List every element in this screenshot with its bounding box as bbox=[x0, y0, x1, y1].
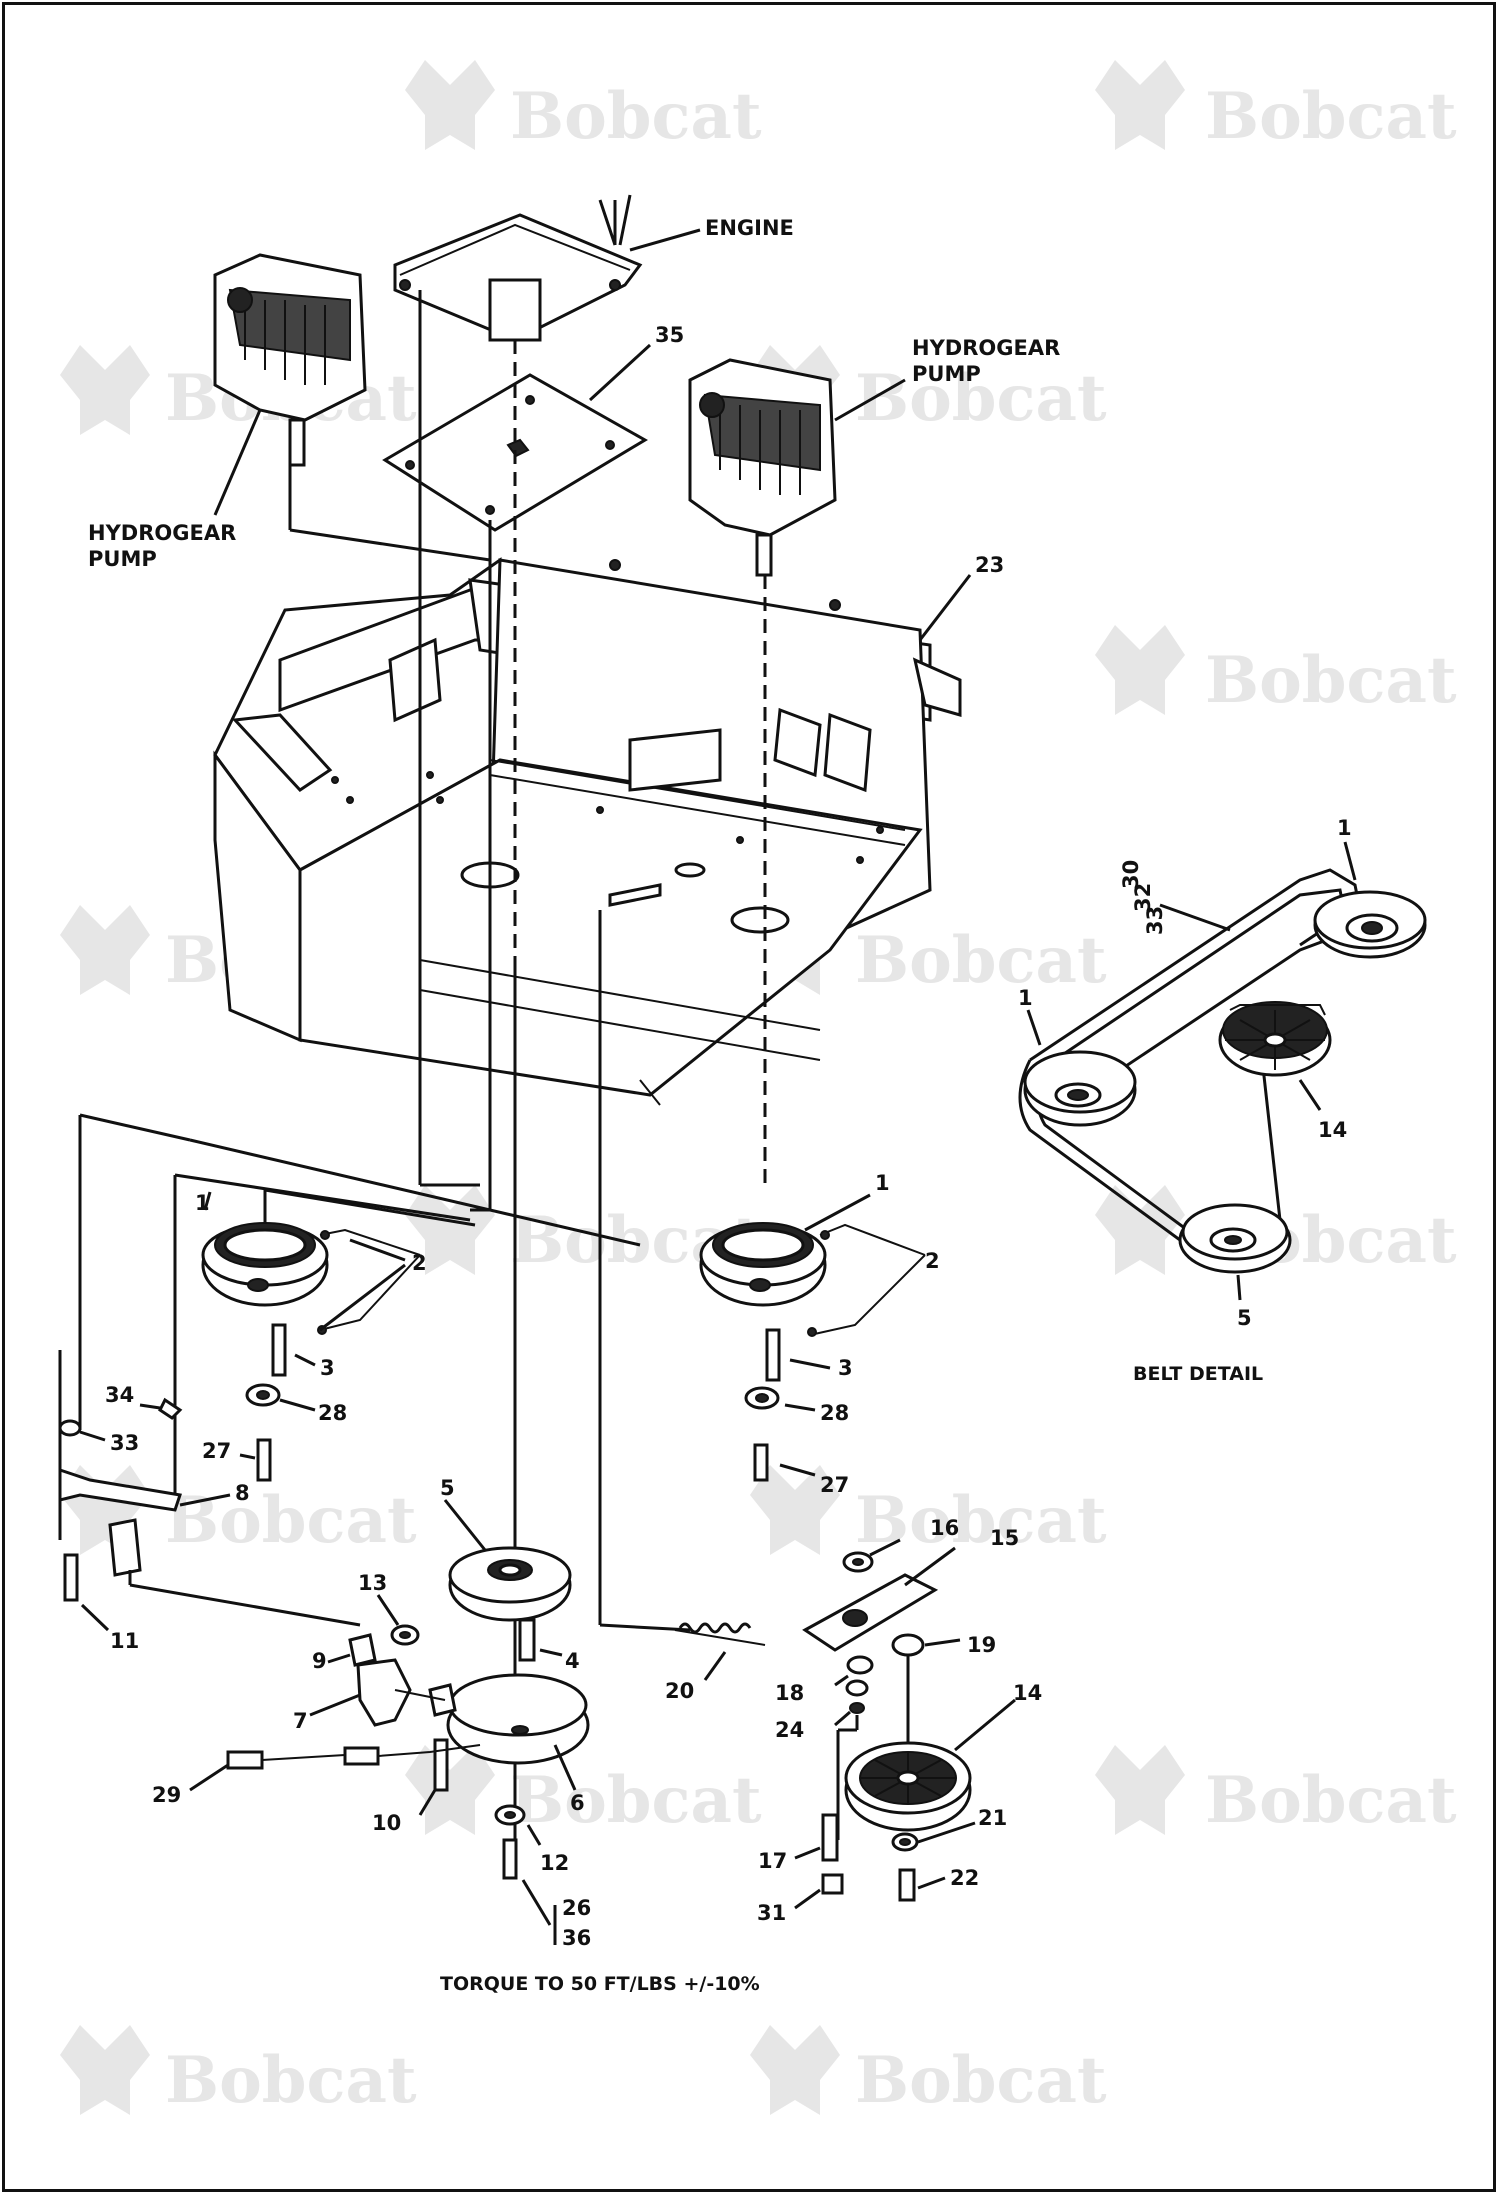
engine-mount bbox=[393, 194, 701, 342]
idler-arm-assembly bbox=[58, 1397, 361, 1632]
watermark-text: Bobcat bbox=[855, 2043, 1107, 2118]
watermark-text: Bobcat bbox=[855, 361, 1107, 436]
callout-16: 16 bbox=[930, 1516, 959, 1540]
callout-11: 11 bbox=[110, 1629, 139, 1653]
callout-3-right: 3 bbox=[838, 1356, 853, 1380]
belt-detail-caption: BELT DETAIL bbox=[1133, 1363, 1263, 1385]
bobcat-logo-icon bbox=[405, 1185, 495, 1275]
belt-detail-callout-33: 33 bbox=[1143, 906, 1167, 935]
belt-detail bbox=[1018, 841, 1427, 1301]
callout-4: 4 bbox=[565, 1649, 580, 1673]
hydrogear-pump-left-line2: PUMP bbox=[88, 547, 157, 571]
bobcat-logo-icon bbox=[1095, 1745, 1185, 1835]
watermark-text: Bobcat bbox=[165, 2043, 417, 2118]
callout-26: 26 bbox=[562, 1896, 591, 1920]
watermark-text: Bobcat bbox=[510, 79, 762, 154]
watermark-text: Bobcat bbox=[1205, 79, 1457, 154]
callout-21: 21 bbox=[978, 1806, 1007, 1830]
callout-27-right: 27 bbox=[820, 1473, 849, 1497]
callout-5: 5 bbox=[440, 1476, 455, 1500]
bobcat-logo-icon bbox=[1095, 625, 1185, 715]
callout-1-right: 1 bbox=[875, 1171, 890, 1195]
bobcat-logo-icon bbox=[405, 1745, 495, 1835]
torque-note: TORQUE TO 50 FT/LBS +/-10% bbox=[440, 1973, 760, 1995]
callout-24: 24 bbox=[775, 1718, 804, 1742]
hydrogear-pump-right bbox=[688, 358, 906, 577]
callout-17: 17 bbox=[758, 1849, 787, 1873]
callout-6: 6 bbox=[570, 1791, 585, 1815]
watermark-text: Bobcat bbox=[855, 1483, 1107, 1558]
hydrogear-pump-left-line1: HYDROGEAR bbox=[88, 521, 236, 545]
callout-12: 12 bbox=[540, 1851, 569, 1875]
bobcat-logo-icon bbox=[60, 905, 150, 995]
bobcat-logo-icon bbox=[750, 1465, 840, 1555]
watermark-text: Bobcat bbox=[1205, 1763, 1457, 1838]
center-pulley-assembly bbox=[418, 1499, 590, 1945]
callout-33: 33 bbox=[110, 1431, 139, 1455]
belt-detail-callout-group: 30 32 33 bbox=[1119, 860, 1167, 935]
watermark-text: Bobcat bbox=[1205, 643, 1457, 718]
callout-29: 29 bbox=[152, 1783, 181, 1807]
bobcat-logo-icon bbox=[60, 2025, 150, 2115]
right-pulley-assembly bbox=[699, 1193, 926, 1482]
engine-label: ENGINE bbox=[705, 216, 794, 240]
bobcat-logo-icon bbox=[60, 345, 150, 435]
callout-20: 20 bbox=[665, 1679, 694, 1703]
callout-1-left: 1 bbox=[195, 1191, 210, 1215]
spring-20 bbox=[674, 1622, 766, 1681]
plate-35 bbox=[382, 343, 652, 532]
callout-2-right: 2 bbox=[925, 1249, 940, 1273]
callout-34: 34 bbox=[105, 1383, 134, 1407]
left-pulley-assembly bbox=[58, 1113, 641, 1540]
watermark-text: Bobcat bbox=[510, 1763, 762, 1838]
callout-22: 22 bbox=[950, 1866, 979, 1890]
callout-7: 7 bbox=[293, 1709, 308, 1733]
bobcat-logo-icon bbox=[1095, 1185, 1185, 1275]
belt-detail-callout-30: 30 bbox=[1119, 860, 1143, 889]
brake-linkage bbox=[189, 1594, 481, 1792]
hydrogear-pump-left bbox=[213, 253, 367, 516]
callout-19: 19 bbox=[967, 1633, 996, 1657]
callout-10: 10 bbox=[372, 1811, 401, 1835]
callout-35: 35 bbox=[655, 323, 684, 347]
callout-9: 9 bbox=[312, 1649, 327, 1673]
callout-28-left: 28 bbox=[318, 1401, 347, 1425]
belt-detail-callout-1-left: 1 bbox=[1018, 986, 1033, 1010]
callout-36: 36 bbox=[562, 1926, 591, 1950]
belt-detail-callout-1-top: 1 bbox=[1337, 816, 1352, 840]
watermark-text: Bobcat bbox=[855, 923, 1107, 998]
callout-18: 18 bbox=[775, 1681, 804, 1705]
belt-detail-callout-32: 32 bbox=[1131, 883, 1155, 912]
hydrogear-pump-right-line1: HYDROGEAR bbox=[912, 336, 1060, 360]
bobcat-logo-icon bbox=[1095, 60, 1185, 150]
callout-15: 15 bbox=[990, 1526, 1019, 1550]
frame-23 bbox=[213, 557, 972, 1106]
callout-8: 8 bbox=[235, 1481, 250, 1505]
callout-23: 23 bbox=[975, 553, 1004, 577]
callout-2-left: 2 bbox=[412, 1251, 427, 1275]
bobcat-logo-icon bbox=[405, 60, 495, 150]
callout-27-left: 27 bbox=[202, 1439, 231, 1463]
watermark-text: Bobcat bbox=[165, 1483, 417, 1558]
callout-31: 31 bbox=[757, 1901, 786, 1925]
belt-detail-callout-5: 5 bbox=[1237, 1306, 1252, 1330]
bobcat-logo-icon bbox=[750, 2025, 840, 2115]
belt-detail-callout-14: 14 bbox=[1318, 1118, 1347, 1142]
hydrogear-pump-right-line2: PUMP bbox=[912, 362, 981, 386]
callout-3-left: 3 bbox=[320, 1356, 335, 1380]
callout-28-right: 28 bbox=[820, 1401, 849, 1425]
right-idler-assembly bbox=[794, 1538, 1016, 1910]
callout-14: 14 bbox=[1013, 1681, 1042, 1705]
callout-13: 13 bbox=[358, 1571, 387, 1595]
